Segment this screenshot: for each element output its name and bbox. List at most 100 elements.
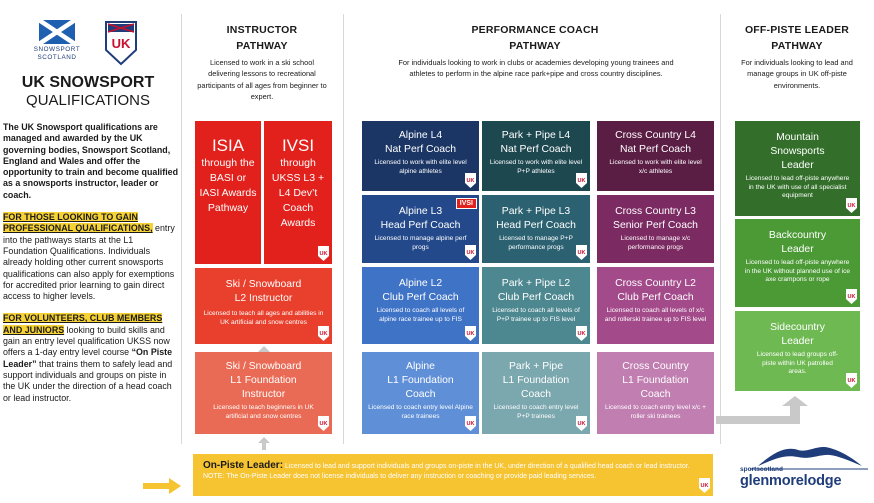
performance-pathway-header: PERFORMANCE COACH PATHWAY	[400, 22, 670, 54]
arrow-right-icon	[143, 478, 181, 494]
instructor-header-line2: PATHWAY	[236, 40, 288, 52]
xc-l2-title-2: Club Perf Coach	[617, 292, 694, 303]
glenmore-lodge-name: glenmorelodge	[740, 473, 842, 489]
alpine-l1-desc: Licensed to coach entry level Alpine rac…	[368, 404, 473, 420]
alpine-l1-title-2: L1 Foundation	[387, 375, 454, 386]
on-piste-leader-bar: On-Piste Leader: Licensed to lead and su…	[193, 454, 713, 496]
park-l1-box: Park + Pipe L1 Foundation Coach Licensed…	[482, 352, 590, 434]
intro-text: The UK Snowsport qualifications are mana…	[3, 122, 179, 415]
park-l2-title-1: Park + Pipe L2	[501, 278, 571, 289]
alpine-l4-box: Alpine L4 Nat Perf Coach Licensed to wor…	[362, 121, 479, 191]
instructor-l2-desc: Licensed to teach all ages and abilities…	[203, 310, 324, 326]
instructor-l1-title-3: Instructor	[241, 389, 286, 400]
mountain-icon	[750, 446, 868, 470]
uk-badge-icon: UK	[576, 173, 587, 188]
xc-l2-desc: Licensed to coach all levels of x/c and …	[604, 307, 707, 323]
xc-l2-title-1: Cross Country L2	[615, 278, 696, 289]
park-l3-title-1: Park + Pipe L3	[501, 206, 571, 217]
park-l4-title-2: Nat Perf Coach	[500, 144, 572, 155]
on-piste-note-text: The On-Piste Leader does not license ind…	[224, 473, 597, 480]
svg-text:UK: UK	[848, 203, 856, 209]
uk-badge-icon: UK	[318, 246, 329, 261]
xc-l1-desc: Licensed to coach entry level x/c + roll…	[605, 404, 706, 420]
instructor-pathway-description: Licensed to work in a ski school deliver…	[197, 58, 327, 101]
alpine-l1-title-3: Coach	[405, 389, 436, 400]
on-piste-course-name: “On Piste Leader”	[3, 347, 173, 369]
park-l4-desc: Licensed to work with elite level P+P at…	[489, 159, 583, 175]
svg-text:UK: UK	[320, 251, 328, 257]
on-piste-leader-title: On-Piste Leader:	[203, 460, 284, 471]
svg-text:UK: UK	[848, 294, 856, 300]
uk-snowsport-badge-icon: UK	[105, 21, 137, 66]
uk-badge-text: UK	[112, 36, 131, 51]
park-l1-desc: Licensed to coach entry level P+P traine…	[493, 404, 579, 420]
offpiste-pathway-header: OFF-PISTE LEADER PATHWAY	[730, 22, 864, 54]
page-title-line1: UK SNOWSPORT	[21, 74, 155, 91]
park-l2-desc: Licensed to coach all levels of P+P trai…	[492, 307, 580, 323]
sidecountry-leader-desc: Licensed to lead groups off-piste within…	[756, 351, 839, 376]
isia-subtitle: through the BASI or IASI Awards Pathway	[199, 157, 257, 214]
xc-l4-desc: Licensed to work with elite level x/c at…	[609, 159, 702, 175]
instructor-pathway-header: INSTRUCTOR PATHWAY	[192, 22, 332, 54]
svg-text:UK: UK	[578, 178, 586, 184]
isia-box: ISIA through the BASI or IASI Awards Pat…	[195, 121, 261, 264]
alpine-l3-box: IVSI Alpine L3 Head Perf Coach Licensed …	[362, 195, 479, 263]
divider-mid-right	[720, 14, 721, 444]
alpine-l4-desc: Licensed to work with elite level alpine…	[374, 159, 467, 175]
svg-text:UK: UK	[320, 421, 328, 427]
xc-l1-title-2: L1 Foundation	[622, 375, 689, 386]
instructor-l1-desc: Licensed to teach beginners in UK artifi…	[213, 404, 314, 420]
on-piste-leader-text: Licensed to lead and support individuals…	[283, 463, 690, 470]
svg-text:UK: UK	[467, 421, 475, 427]
uk-badge-icon: UK	[318, 326, 329, 341]
uk-badge-icon: UK	[576, 416, 587, 431]
instructor-l2-title-2: L2 Instructor	[234, 293, 293, 304]
uk-badge-icon: UK	[576, 245, 587, 260]
alpine-l1-title-1: Alpine	[406, 361, 435, 372]
professional-highlight: FOR THOSE LOOKING TO GAIN PROFESSIONAL Q…	[3, 212, 153, 234]
uk-badge-icon: UK	[699, 478, 710, 493]
intro-paragraph-3-text-a: looking to build skills and gain an entr…	[3, 324, 170, 358]
alpine-l3-title-2: Head Perf Coach	[380, 220, 461, 231]
svg-text:UK: UK	[467, 331, 475, 337]
performance-header-line2: PATHWAY	[509, 40, 561, 52]
svg-text:UK: UK	[578, 250, 586, 256]
svg-text:UK: UK	[701, 483, 709, 489]
header-logos: SNOWSPORT SCOTLAND UK	[22, 20, 142, 72]
instructor-l1-title-1: Ski / Snowboard	[225, 361, 302, 372]
sidecountry-leader-box: Sidecountry Leader Licensed to lead grou…	[735, 311, 860, 391]
park-l1-title-3: Coach	[520, 389, 552, 400]
xc-l1-title-1: Cross Country	[622, 361, 689, 372]
park-l4-box: Park + Pipe L4 Nat Perf Coach Licensed t…	[482, 121, 590, 191]
offpiste-header-line2: PATHWAY	[771, 40, 823, 52]
mountain-leader-title-2: Snowsports	[770, 146, 825, 157]
xc-l3-box: Cross Country L3 Senior Perf Coach Licen…	[597, 195, 714, 263]
svg-text:UK: UK	[467, 250, 475, 256]
alpine-l2-desc: Licensed to coach all levels of alpine r…	[376, 307, 465, 323]
instructor-l1-title-2: L1 Foundation	[230, 375, 297, 386]
xc-l4-box: Cross Country L4 Nat Perf Coach Licensed…	[597, 121, 714, 191]
xc-l3-title-2: Senior Perf Coach	[613, 220, 698, 231]
uk-badge-icon: UK	[318, 416, 329, 431]
uk-badge-icon: UK	[576, 326, 587, 341]
xc-l4-title-1: Cross Country L4	[615, 130, 696, 141]
xc-l3-title-1: Cross Country L3	[615, 206, 696, 217]
glenmore-lodge-logo: sportscotland glenmorelodge	[740, 440, 874, 496]
uk-badge-icon: UK	[465, 326, 476, 341]
alpine-l4-title-1: Alpine L4	[398, 130, 443, 141]
uk-badge-icon: UK	[846, 373, 857, 388]
mountain-leader-box: Mountain Snowsports Leader Licensed to l…	[735, 121, 860, 216]
snowsport-logo-line1: SNOWSPORT	[33, 46, 81, 53]
performance-header-line1: PERFORMANCE COACH	[471, 24, 599, 36]
mountain-leader-title-3: Leader	[781, 160, 814, 171]
park-l2-title-2: Club Perf Coach	[497, 292, 575, 303]
xc-l1-box: Cross Country L1 Foundation Coach Licens…	[597, 352, 714, 434]
mountain-leader-title-1: Mountain	[776, 132, 819, 143]
arrow-corner-up-icon	[716, 396, 808, 424]
intro-paragraph-1: The UK Snowsport qualifications are mana…	[3, 122, 179, 200]
alpine-l2-box: Alpine L2 Club Perf Coach Licensed to co…	[362, 267, 479, 344]
svg-text:UK: UK	[578, 421, 586, 427]
page-title-line2: QUALIFICATIONS	[26, 92, 150, 109]
snowsport-logo-line2: SCOTLAND	[37, 53, 77, 61]
divider-left	[181, 14, 182, 444]
